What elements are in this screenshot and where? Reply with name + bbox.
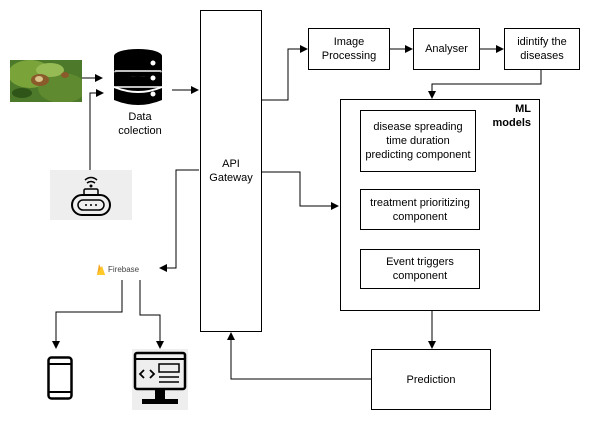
database-icon <box>114 49 162 105</box>
treatment-prioritizing-label: treatment prioritizing component <box>370 196 470 223</box>
leaf-photo-icon <box>10 60 82 102</box>
arrow-api-to-imgproc <box>262 45 308 101</box>
analyser-label: Analyser <box>425 43 468 55</box>
firebase-icon <box>97 263 105 275</box>
iot-sensor-icon <box>50 170 132 220</box>
identify-diseases-box: idintify the diseases <box>504 28 580 70</box>
arrow-api-to-ml <box>262 171 339 210</box>
image-processing-box: Image Processing <box>308 28 390 70</box>
arrow-firebase-to-desktop <box>139 280 164 349</box>
treatment-prioritizing-box: treatment prioritizing component <box>360 189 480 230</box>
spreading-prediction-label: disease spreading time duration predicti… <box>365 121 471 161</box>
image-processing-label: Image Processing <box>321 36 377 62</box>
arrow-identify-to-ml <box>428 70 542 99</box>
analyser-box: Analyser <box>413 28 480 70</box>
firebase-logo: Firebase <box>96 262 139 276</box>
data-collection-label: Data colection <box>118 111 162 137</box>
arrow-api-to-firebase <box>159 169 199 272</box>
arrow-firebase-to-phone <box>52 280 123 349</box>
api-gateway-box: API Gateway <box>200 10 262 332</box>
ml-models-label: ML models <box>492 103 531 129</box>
spreading-prediction-box: disease spreading time duration predicti… <box>360 110 476 172</box>
prediction-box: Prediction <box>371 349 491 410</box>
event-triggers-label: Event triggers component <box>386 256 454 282</box>
event-triggers-box: Event triggers component <box>360 249 480 289</box>
smartphone-icon <box>47 356 73 400</box>
prediction-label: Prediction <box>406 373 456 386</box>
desktop-monitor-icon <box>132 349 188 410</box>
firebase-label: Firebase <box>108 264 140 274</box>
arrow-prediction-to-api <box>227 332 371 380</box>
identify-diseases-label: idintify the diseases <box>517 36 567 62</box>
arrow-sensor-to-db <box>89 89 104 170</box>
api-gateway-label: API Gateway <box>209 158 253 184</box>
